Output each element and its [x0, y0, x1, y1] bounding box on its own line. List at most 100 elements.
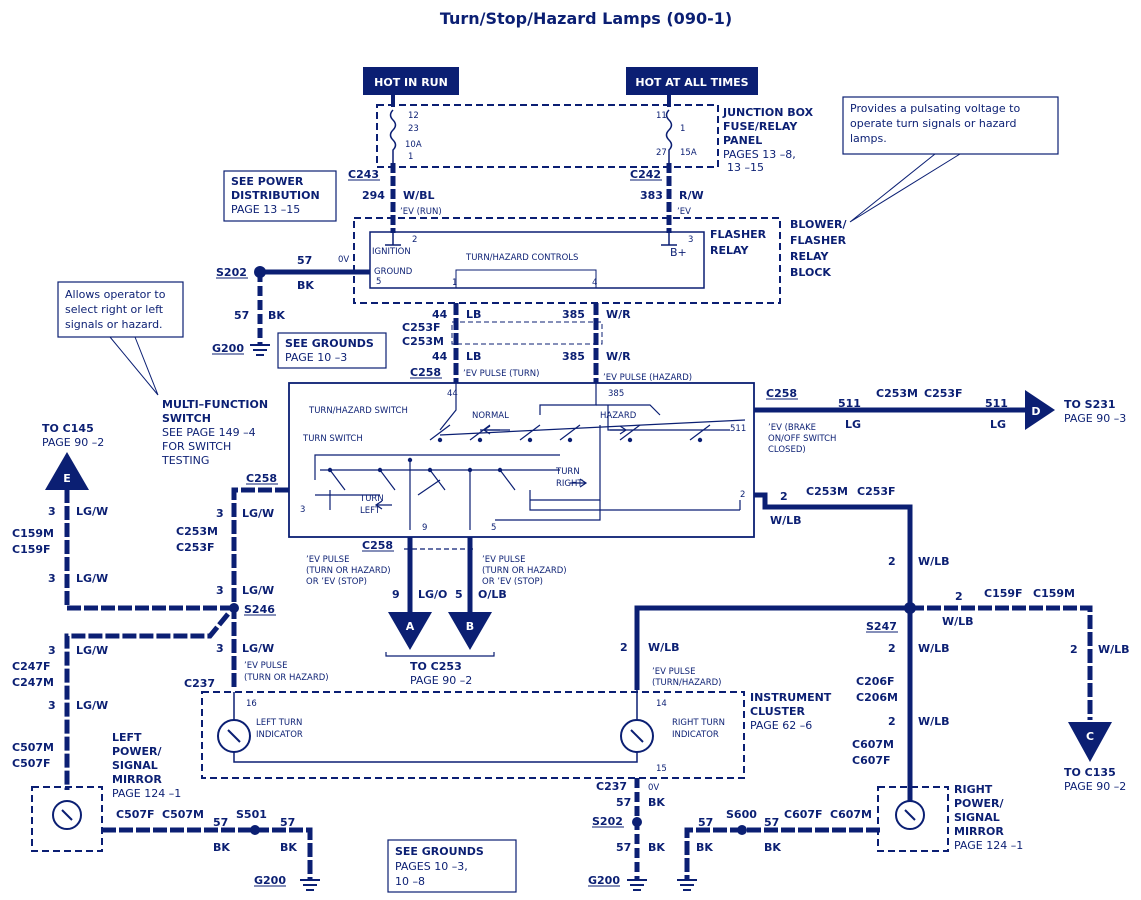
- see-grounds-text: PAGES 10 –3,: [395, 860, 468, 873]
- fuse-label: 1: [408, 152, 413, 162]
- hot-in-run-box: [363, 67, 459, 95]
- hot-at-all-times-box: [626, 67, 758, 95]
- wire-color: W/BL: [403, 189, 435, 202]
- wire-57: [684, 827, 880, 880]
- flasher-label: FLASHER: [710, 228, 767, 241]
- wire-color: LG: [845, 418, 861, 431]
- connector-label: C253F: [857, 485, 896, 498]
- arrow-a-label: A: [406, 620, 415, 633]
- wire-color: LG/W: [242, 584, 274, 597]
- switch-label: TURN: [359, 494, 384, 504]
- pin-label: TURN/HAZARD CONTROLS: [465, 253, 578, 263]
- wire-number: 57: [698, 816, 713, 829]
- blower-label: BLOCK: [790, 266, 831, 279]
- fuse-label: 15A: [680, 148, 697, 158]
- wire-color: W/LB: [1098, 643, 1130, 656]
- fuse-label: 27: [656, 148, 667, 158]
- flasher-relay-box: [369, 231, 705, 289]
- splice-dot: [632, 817, 642, 827]
- lamp-filament: [630, 729, 644, 743]
- fuse-label: 23: [408, 124, 419, 134]
- wire-number: 44: [432, 350, 448, 363]
- wire-color: LG/W: [76, 572, 108, 585]
- wire-number: 3: [216, 507, 224, 520]
- arrow-c-label: C: [1086, 730, 1094, 743]
- ground-icon: [250, 344, 270, 356]
- wire-number: 385: [562, 308, 585, 321]
- switch-label: HAZARD: [600, 411, 637, 421]
- blower-block-outline: [353, 217, 781, 304]
- wire-color: BK: [648, 841, 665, 854]
- wire-number: 44: [432, 308, 448, 321]
- wire-3: [231, 487, 289, 690]
- fuse-label: 12: [408, 111, 419, 121]
- right-mirror-outline: [877, 786, 949, 852]
- left-mirror-label: POWER/: [112, 745, 163, 758]
- connector-label: C242: [630, 168, 661, 181]
- pin-number: 3: [300, 505, 305, 515]
- wire-number: 2: [955, 590, 963, 603]
- connector-label: C253M: [176, 525, 218, 538]
- connector-label: C247M: [12, 676, 54, 689]
- wire-color: BK: [280, 841, 297, 854]
- instrument-cluster-outline: [201, 691, 745, 779]
- wire-color: W/LB: [648, 641, 680, 654]
- connector-label: C607M: [830, 808, 872, 821]
- bracket: [385, 652, 495, 657]
- junction-box-outline: [376, 104, 719, 168]
- left-mirror-outline: [31, 786, 103, 852]
- mfs-label: FOR SWITCH: [162, 440, 231, 453]
- switch-label: TURN/HAZARD SWITCH: [308, 406, 408, 416]
- blower-label: BLOWER/: [790, 218, 847, 231]
- splice-label: S202: [592, 815, 623, 828]
- junction-box-label: JUNCTION BOX: [722, 106, 814, 119]
- ground-label: G200: [254, 874, 286, 887]
- pin-number: 1: [452, 278, 457, 288]
- junction-box-label: FUSE/RELAY: [723, 120, 798, 133]
- fuse-symbol: [665, 109, 673, 163]
- wire-color: LG/W: [242, 507, 274, 520]
- left-mirror-label: SIGNAL: [112, 759, 158, 772]
- connector-label: C507F: [12, 757, 51, 770]
- right-mirror-label: POWER/: [954, 797, 1005, 810]
- wire-color: O/LB: [478, 588, 507, 601]
- wire-number: 57: [234, 309, 249, 322]
- wire-number: 2: [888, 555, 896, 568]
- connector-label: C253F: [176, 541, 215, 554]
- wire-number: 2: [888, 715, 896, 728]
- arrow-e-label: E: [63, 472, 71, 485]
- voltage-note: ’EV PULSE: [244, 661, 287, 671]
- to-c253-label: TO C253: [410, 660, 462, 673]
- switch-label: TURN: [555, 467, 580, 477]
- lamp-filament: [227, 729, 241, 743]
- to-c135-label: PAGE 90 –2: [1064, 780, 1126, 793]
- wire-color: BK: [648, 796, 665, 809]
- wire-color: BK: [764, 841, 781, 854]
- wire-color: W/LB: [770, 514, 802, 527]
- wire-color: W/R: [606, 308, 631, 321]
- junction-box-label: PAGES 13 –8,: [723, 148, 796, 161]
- arrow-b-label: B: [466, 620, 474, 633]
- fuse-label: 11: [656, 111, 667, 121]
- lamp-filament: [904, 809, 916, 821]
- wire-number: 3: [48, 572, 56, 585]
- voltage-note: ’EV PULSE: [652, 667, 695, 677]
- note-text: lamps.: [850, 132, 887, 145]
- connector-label: C243: [348, 168, 379, 181]
- wire-3: [64, 612, 230, 790]
- ground-icon: [300, 879, 320, 891]
- connector-label: C237: [596, 780, 627, 793]
- wire-number: 3: [48, 644, 56, 657]
- pin-number: 16: [246, 699, 257, 709]
- voltage-note: (TURN OR HAZARD): [306, 566, 391, 576]
- see-power-box: [223, 170, 337, 222]
- note-text: operate turn signals or hazard: [850, 117, 1016, 130]
- to-c145-label: PAGE 90 –2: [42, 436, 104, 449]
- switch-internals: [314, 383, 746, 530]
- to-c253-label: PAGE 90 –2: [410, 674, 472, 687]
- blower-label: FLASHER: [790, 234, 847, 247]
- indicator-label: INDICATOR: [256, 730, 303, 740]
- mfs-label: SEE PAGE 149 –4: [162, 426, 256, 439]
- voltage-note: (TURN OR HAZARD): [482, 566, 567, 576]
- pin-number: 5: [376, 277, 381, 287]
